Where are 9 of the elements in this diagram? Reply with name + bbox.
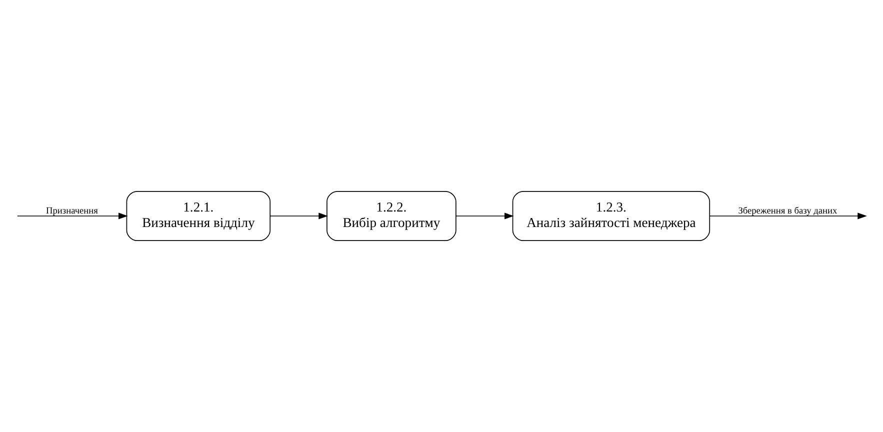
arrow — [456, 212, 514, 220]
arrow — [16, 212, 128, 220]
node-box: 1.2.2. Вибір алгоритму — [326, 190, 456, 242]
arrow — [709, 212, 867, 220]
edge-label: Призначення — [46, 206, 98, 216]
node-box: 1.2.1. Визначення відділу — [126, 190, 271, 242]
node-box: 1.2.3. Аналіз зайнятості менеджера — [512, 190, 710, 242]
arrow — [270, 212, 328, 220]
edge-label: Збереження в базу даних — [738, 206, 838, 216]
